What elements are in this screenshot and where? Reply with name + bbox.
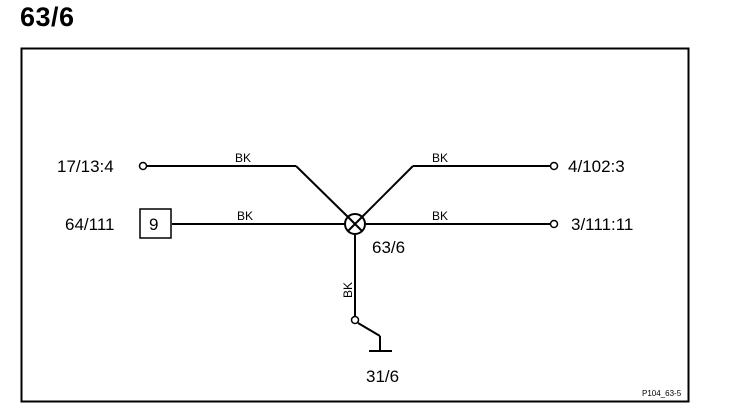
terminal-ground-icon [350,315,360,325]
terminal-label-left-top: 17/13:4 [57,157,114,176]
ground-symbol-icon [357,322,392,352]
terminal-label-left-mid: 64/111 [65,215,114,234]
wire-label-left-top: BK [235,151,251,165]
wire-label-left-mid: BK [237,209,253,223]
terminal-right-mid-icon [549,219,559,229]
diagram-border [20,47,690,403]
page-title: 63/6 [20,2,75,32]
component-box-label: 9 [149,215,158,234]
wire-left-top [147,165,349,218]
wire-label-right-mid: BK [432,209,448,223]
wire-label-right-top: BK [432,151,448,165]
component-box [139,208,172,239]
wire-right-top [361,165,550,218]
diagram-code: P104_63-5 [642,389,682,398]
splice-label: 63/6 [372,238,405,257]
terminal-left-top-icon [138,161,148,171]
wire-label-down: BK [341,282,355,298]
splice-icon [344,213,366,235]
terminal-right-top-icon [549,161,559,171]
terminal-label-right-top: 4/102:3 [568,157,625,176]
ground-label: 31/6 [366,367,399,386]
terminal-label-right-mid: 3/111:11 [571,215,633,234]
